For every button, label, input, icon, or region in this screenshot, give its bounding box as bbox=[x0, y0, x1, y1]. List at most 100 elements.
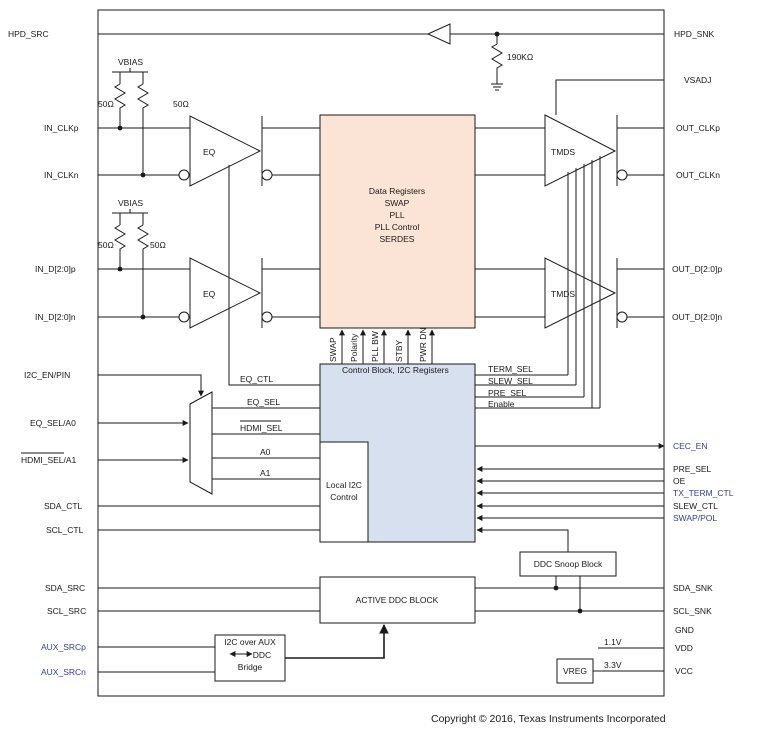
r50-bot-right bbox=[137, 224, 149, 317]
enable-label: Enable bbox=[488, 399, 515, 409]
pin-i2c-en: I2C_EN/PIN bbox=[24, 370, 70, 380]
active-ddc-block bbox=[319, 576, 476, 624]
hdmi-sel-bar-text: HDMI_SEL bbox=[21, 455, 64, 465]
copyright: Copyright © 2016, Texas Instruments Inco… bbox=[431, 713, 666, 725]
pin-out-clkn: OUT_CLKn bbox=[676, 170, 720, 180]
pin-scl-src: SCL_SRC bbox=[47, 606, 86, 616]
label-r50-bot-left: 50Ω bbox=[98, 240, 114, 250]
r50-top-right bbox=[137, 83, 149, 175]
pin-sda-src: SDA_SRC bbox=[45, 583, 85, 593]
control-block-label: Control Block, I2C Registers bbox=[342, 365, 449, 375]
eq-top-buffer bbox=[189, 115, 262, 187]
a1-suffix-text: /A1 bbox=[64, 455, 77, 465]
data-registers-line: Data Registers bbox=[369, 186, 425, 196]
vertical-control-label: STBY bbox=[394, 339, 404, 362]
pin-gnd: GND bbox=[675, 625, 694, 635]
label-190k: 190KΩ bbox=[507, 52, 533, 62]
data-registers-block bbox=[319, 114, 476, 329]
mux bbox=[189, 391, 213, 495]
v33-label: 3.3V bbox=[604, 660, 622, 670]
pin-cec-en: CEC_EN bbox=[673, 441, 707, 451]
local-i2c-block bbox=[319, 441, 369, 543]
vsadj-wire bbox=[555, 79, 664, 115]
pin-hdmi-sel-a1: HDMI_SEL/A1 bbox=[21, 455, 77, 465]
pin-oe: OE bbox=[673, 476, 686, 486]
vertical-control-label: PWR DN bbox=[418, 328, 428, 362]
local-i2c-line-2: Control bbox=[330, 492, 358, 502]
label-vbias-top: VBIAS bbox=[118, 57, 143, 67]
pin-vsadj: VSADJ bbox=[684, 75, 711, 85]
pin-sda-ctl: SDA_CTL bbox=[44, 501, 83, 511]
aux-bridge-block bbox=[214, 634, 286, 682]
pin-in-dp: IN_D[2:0]p bbox=[35, 264, 76, 274]
label-r50-top-left: 50Ω bbox=[98, 99, 114, 109]
pin-eq-sel-a0: EQ_SEL/A0 bbox=[30, 418, 76, 428]
eq-bottom-buffer bbox=[189, 257, 262, 329]
local-i2c-line-1: Local I2C bbox=[326, 480, 362, 490]
vertical-control-labels: SWAP Polarity PLL BW STBY PWR DN bbox=[328, 328, 428, 362]
pin-out-clkp: OUT_CLKp bbox=[676, 123, 720, 133]
label-vbias-bottom: VBIAS bbox=[118, 198, 143, 208]
bridge-to-ddc-wire bbox=[285, 624, 389, 659]
pin-sda-snk: SDA_SNK bbox=[673, 583, 713, 593]
tmds-bottom-label: TMDS bbox=[551, 289, 575, 299]
tmds-top-driver bbox=[544, 114, 617, 187]
pin-in-clkn: IN_CLKn bbox=[44, 170, 79, 180]
data-registers-line: PLL Control bbox=[375, 222, 420, 232]
a1-label: A1 bbox=[260, 468, 271, 478]
pin-out-dn: OUT_D[2:0]n bbox=[672, 312, 722, 322]
vertical-control-label: SWAP bbox=[328, 337, 338, 362]
ddc-snoop-label: DDC Snoop Block bbox=[534, 559, 603, 569]
aux-bridge-line-2: DDC bbox=[253, 650, 271, 660]
pin-pre-sel: PRE_SEL bbox=[673, 464, 712, 474]
r50-top-left bbox=[114, 83, 126, 128]
pin-hpd-src: HPD_SRC bbox=[8, 29, 49, 39]
eq-ctl-wire bbox=[228, 165, 320, 386]
vreg-label: VREG bbox=[563, 666, 587, 676]
aux-bridge-line-3: Bridge bbox=[238, 662, 263, 672]
data-registers-line: PLL bbox=[389, 210, 404, 220]
aux-bridge-line-1: I2C over AUX bbox=[224, 637, 276, 647]
pin-slew-ctl: SLEW_CTL bbox=[673, 501, 718, 511]
pin-vdd: VDD bbox=[675, 643, 693, 653]
pin-hpd-snk: HPD_SNK bbox=[674, 29, 714, 39]
pin-aux-srcn: AUX_SRCn bbox=[41, 667, 86, 677]
tmds-bottom-driver bbox=[544, 257, 617, 329]
pin-scl-snk: SCL_SNK bbox=[673, 606, 712, 616]
pin-in-clkp: IN_CLKp bbox=[44, 123, 79, 133]
pin-swap-pol: SWAP/POL bbox=[673, 513, 717, 523]
eq-ctl-label: EQ_CTL bbox=[240, 374, 273, 384]
term-sel-label: TERM_SEL bbox=[488, 364, 533, 374]
i2c-en-wire bbox=[98, 374, 204, 397]
pin-vcc: VCC bbox=[675, 666, 693, 676]
eq-bottom-label: EQ bbox=[203, 289, 216, 299]
slew-sel-label: SLEW_SEL bbox=[488, 376, 533, 386]
hdmi-sel-label: HDMI_SEL bbox=[240, 423, 283, 433]
a0-label: A0 bbox=[260, 447, 271, 457]
pin-scl-ctl: SCL_CTL bbox=[46, 525, 84, 535]
label-r50-top-right: 50Ω bbox=[173, 99, 189, 109]
pin-aux-srcp: AUX_SRCp bbox=[41, 642, 86, 652]
pin-out-dp: OUT_D[2:0]p bbox=[672, 264, 722, 274]
hpd-buffer bbox=[426, 23, 451, 45]
tmds-top-label: TMDS bbox=[551, 147, 575, 157]
pin-tx-term-ctl: TX_TERM_CTL bbox=[673, 488, 734, 498]
eq-top-label: EQ bbox=[203, 147, 216, 157]
pre-sel-label: PRE_SEL bbox=[488, 388, 527, 398]
label-r50-bot-right: 50Ω bbox=[150, 240, 166, 250]
pin-in-dn: IN_D[2:0]n bbox=[35, 312, 76, 322]
vertical-control-label: PLL BW bbox=[370, 331, 380, 362]
ddc-snoop-block bbox=[519, 551, 617, 577]
v11-label: 1.1V bbox=[604, 637, 622, 647]
r-190k-resistor bbox=[491, 43, 503, 80]
r50-bot-left bbox=[114, 224, 126, 269]
eq-sel-label: EQ_SEL bbox=[247, 397, 280, 407]
device-outline bbox=[97, 9, 665, 697]
vreg-block bbox=[556, 658, 594, 684]
active-ddc-label: ACTIVE DDC BLOCK bbox=[356, 595, 439, 605]
vertical-control-label: Polarity bbox=[349, 333, 359, 362]
data-registers-line: SWAP bbox=[385, 198, 410, 208]
